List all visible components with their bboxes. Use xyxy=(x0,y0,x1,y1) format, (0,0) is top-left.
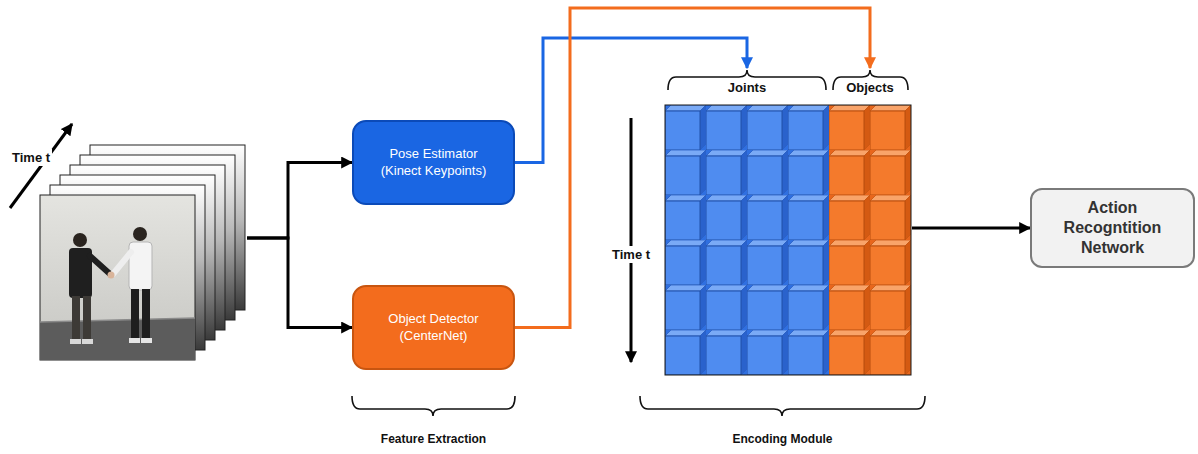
process-box: Pose Estimator (Kinect Keypoints) xyxy=(352,120,515,205)
bottom-brace xyxy=(640,396,925,416)
objects-region: Objects xyxy=(829,68,911,378)
network-box: Action Recogntition Network xyxy=(1030,188,1195,268)
box-label: Action Recogntition Network xyxy=(1045,198,1180,258)
box-label: Pose Estimator (Kinect Keypoints) xyxy=(371,146,496,179)
object-cells xyxy=(829,105,911,375)
frame-stack xyxy=(40,145,245,360)
encoding-grid: Time t JointsObjects xyxy=(600,60,912,380)
heading-label: Time t xyxy=(610,246,652,263)
section-label: Encoding Module xyxy=(640,432,925,446)
connector-arrow xyxy=(247,163,352,239)
heading-label: Joints xyxy=(665,80,829,95)
encoding-grid-cells xyxy=(665,105,911,375)
joint-cells xyxy=(665,105,829,375)
box-label: Object Detector (CenterNet) xyxy=(371,311,496,344)
connector-arrow xyxy=(912,227,1030,230)
frame-stack-node: Time t xyxy=(5,112,247,362)
section-label: Feature Extraction xyxy=(352,432,515,446)
grid-outline xyxy=(665,105,911,375)
bottom-brace xyxy=(352,396,515,416)
connector-arrow xyxy=(515,8,870,328)
connector-arrow xyxy=(247,238,352,328)
braces xyxy=(352,70,925,416)
process-box: Object Detector (CenterNet) xyxy=(352,285,515,370)
joints-region: Joints xyxy=(665,68,829,378)
connector-arrow xyxy=(515,38,747,163)
heading-label: Time t xyxy=(10,149,52,166)
heading-label: Objects xyxy=(829,80,911,95)
front-frame-photo xyxy=(40,195,195,360)
time-arrow xyxy=(630,118,633,362)
